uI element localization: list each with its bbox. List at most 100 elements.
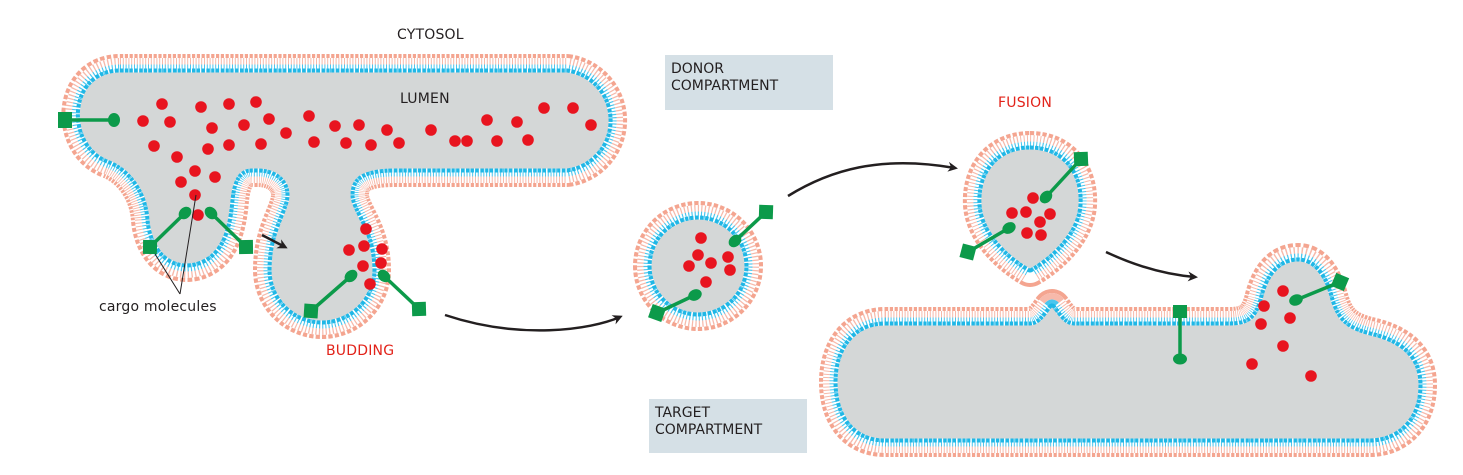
cargo-molecule bbox=[1258, 300, 1270, 312]
cargo-molecule bbox=[156, 98, 168, 110]
cargo-molecule bbox=[202, 143, 214, 155]
fusion-approach-arrow bbox=[787, 161, 958, 198]
cargo-molecule bbox=[308, 136, 320, 148]
cargo-molecule bbox=[700, 276, 712, 288]
fusion-arrow bbox=[1105, 250, 1198, 282]
fusing-vesicle-receptor-upper bbox=[1039, 151, 1089, 204]
cargo-molecule bbox=[195, 101, 207, 113]
cargo-molecule bbox=[353, 119, 365, 131]
cargo-molecule bbox=[148, 140, 160, 152]
cargo-molecule bbox=[223, 98, 235, 110]
fusion-label: FUSION bbox=[998, 95, 1053, 111]
target-compartment-label: TARGET COMPARTMENT bbox=[649, 399, 807, 453]
budding-vesicle-receptor-right bbox=[377, 269, 427, 317]
cargo-molecule bbox=[1034, 216, 1046, 228]
receptor-binding-site bbox=[204, 206, 218, 220]
donor-label-line1: DONOR bbox=[671, 61, 725, 77]
cargo-molecule bbox=[1006, 207, 1018, 219]
cargo-molecule bbox=[1255, 318, 1267, 330]
cargo-molecules-label: cargo molecules bbox=[99, 299, 217, 315]
cargo-molecule bbox=[1035, 229, 1047, 241]
donor-compartment bbox=[61, 54, 628, 339]
cargo-molecule bbox=[1277, 285, 1289, 297]
receptor-tail bbox=[648, 304, 666, 322]
cargo-molecule bbox=[175, 176, 187, 188]
cargo-molecule bbox=[393, 137, 405, 149]
receptor-tail bbox=[758, 204, 774, 220]
cargo-molecule bbox=[360, 223, 372, 235]
budding-label: BUDDING bbox=[326, 343, 395, 359]
receptor-binding-site bbox=[344, 269, 358, 283]
receptor-tail bbox=[142, 239, 158, 255]
donor-label-line2: COMPARTMENT bbox=[671, 78, 779, 94]
cargo-molecule bbox=[376, 243, 388, 255]
receptor-binding-site bbox=[178, 206, 192, 220]
fusing-vesicle-receptor-lower bbox=[959, 222, 1016, 261]
target-label-line2: COMPARTMENT bbox=[655, 422, 763, 438]
receptor-binding-site bbox=[1039, 190, 1053, 204]
lumen-label: LUMEN bbox=[400, 91, 450, 107]
receptor-binding-site bbox=[1002, 222, 1016, 234]
cargo-molecule bbox=[358, 240, 370, 252]
cargo-molecule bbox=[567, 102, 579, 114]
donor-bud-receptor-right bbox=[204, 206, 254, 255]
cargo-molecule bbox=[255, 138, 267, 150]
cargo-molecule bbox=[538, 102, 550, 114]
cargo-molecule bbox=[511, 116, 523, 128]
receptor-binding-site bbox=[728, 234, 742, 248]
cargo-molecule bbox=[238, 119, 250, 131]
cargo-molecule bbox=[481, 114, 493, 126]
donor-bud-receptor-left bbox=[142, 206, 192, 255]
receptor-tail bbox=[1330, 272, 1350, 292]
cargo-molecule bbox=[449, 135, 461, 147]
cargo-molecule bbox=[164, 116, 176, 128]
cargo-molecule bbox=[1277, 340, 1289, 352]
cargo-molecule bbox=[695, 232, 707, 244]
receptor-binding-site bbox=[377, 269, 391, 283]
cytosol-label: CYTOSOL bbox=[397, 27, 464, 43]
cargo-molecule bbox=[1021, 227, 1033, 239]
receptor-binding-site bbox=[108, 113, 120, 127]
cargo-molecule bbox=[1284, 312, 1296, 324]
cargo-pointer-line bbox=[154, 253, 181, 295]
cargo-molecule bbox=[189, 165, 201, 177]
cargo-molecule bbox=[223, 139, 235, 151]
receptor-tail bbox=[411, 301, 427, 317]
receptor-tail bbox=[1073, 151, 1089, 167]
cargo-molecule bbox=[171, 151, 183, 163]
receptor-binding-site bbox=[1173, 353, 1187, 365]
cargo-molecule bbox=[263, 113, 275, 125]
cargo-molecule bbox=[280, 127, 292, 139]
transport-vesicle-receptor-lower bbox=[648, 289, 702, 322]
cargo-molecule bbox=[683, 260, 695, 272]
transport-arrow bbox=[444, 313, 623, 332]
cargo-molecule bbox=[357, 260, 369, 272]
cargo-molecule bbox=[189, 189, 201, 201]
cargo-molecule bbox=[1044, 208, 1056, 220]
cargo-molecule bbox=[491, 135, 503, 147]
cargo-molecule bbox=[365, 139, 377, 151]
cargo-molecule bbox=[192, 209, 204, 221]
donor-compartment-label: DONOR COMPARTMENT bbox=[665, 55, 833, 110]
receptor-binding-site bbox=[1289, 294, 1303, 306]
cargo-molecule bbox=[585, 119, 597, 131]
cargo-molecule bbox=[692, 249, 704, 261]
target-bud-receptor bbox=[1289, 272, 1350, 306]
cargo-molecule bbox=[364, 278, 376, 290]
cargo-molecule bbox=[343, 244, 355, 256]
target-membrane-receptor bbox=[1173, 305, 1187, 365]
cargo-molecule bbox=[209, 171, 221, 183]
target-label-line1: TARGET bbox=[655, 405, 711, 421]
cargo-molecule bbox=[1020, 206, 1032, 218]
cargo-molecule bbox=[375, 257, 387, 269]
cargo-molecule bbox=[137, 115, 149, 127]
cargo-molecule bbox=[1246, 358, 1258, 370]
donor-membrane-receptor bbox=[58, 112, 120, 128]
cargo-molecule bbox=[381, 124, 393, 136]
cargo-molecule bbox=[1305, 370, 1317, 382]
transport-vesicle-receptor-upper bbox=[728, 204, 774, 248]
cargo-molecule bbox=[250, 96, 262, 108]
target-compartment bbox=[819, 243, 1437, 457]
cargo-molecule bbox=[722, 251, 734, 263]
